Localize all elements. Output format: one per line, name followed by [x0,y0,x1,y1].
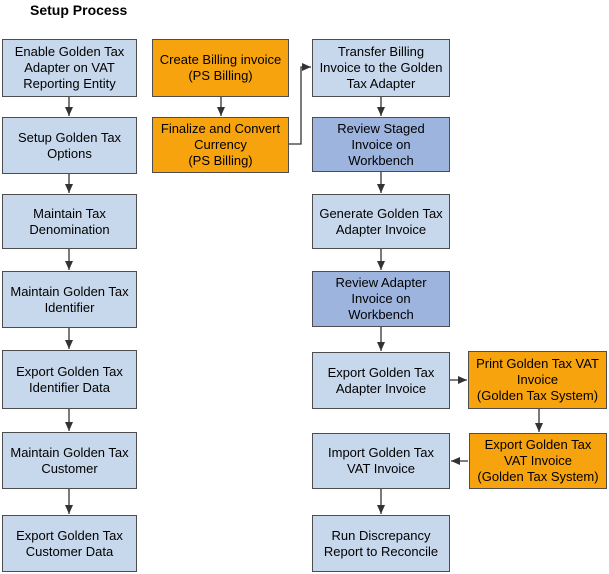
step-print-vat-invoice: Print Golden Tax VAT Invoice (Golden Tax… [468,351,607,409]
diagram-title: Setup Process [30,2,128,18]
step-label: Generate Golden Tax Adapter Invoice [319,205,443,237]
step-label: Create Billing invoice (PS Billing) [159,52,282,83]
step-setup-golden-tax-options: Setup Golden Tax Options [2,117,137,174]
step-label: Finalize and Convert Currency (PS Billin… [160,121,281,168]
step-label: Export Golden Tax VAT Invoice (Golden Ta… [477,437,599,484]
step-maintain-golden-tax-customer: Maintain Golden Tax Customer [2,432,137,489]
step-label: Export Golden Tax Identifier Data [16,363,123,395]
step-label: Maintain Golden Tax Identifier [10,283,129,315]
step-maintain-tax-denomination: Maintain Tax Denomination [2,194,137,249]
step-label: Review Adapter Invoice on Workbench [335,275,427,322]
step-label: Import Golden Tax VAT Invoice [328,445,434,476]
step-run-discrepancy-report: Run Discrepancy Report to Reconcile [312,515,450,572]
step-maintain-golden-tax-identifier: Maintain Golden Tax Identifier [2,271,137,328]
step-label: Export Golden Tax Adapter Invoice [327,364,435,396]
step-export-adapter-invoice: Export Golden Tax Adapter Invoice [312,352,450,409]
step-label: Enable Golden Tax Adapter on VAT Reporti… [14,44,125,91]
step-label: Run Discrepancy Report to Reconcile [323,527,439,559]
step-review-adapter-invoice: Review Adapter Invoice on Workbench [312,271,450,327]
step-export-golden-tax-customer-data: Export Golden Tax Customer Data [2,515,137,572]
step-export-vat-invoice: Export Golden Tax VAT Invoice (Golden Ta… [469,433,607,489]
step-label: Transfer Billing Invoice to the Golden T… [319,44,443,91]
arrow-finalize-to-transfer [289,63,311,145]
step-export-golden-tax-identifier-data: Export Golden Tax Identifier Data [2,350,137,409]
step-create-billing-invoice: Create Billing invoice (PS Billing) [152,39,289,97]
step-label: Print Golden Tax VAT Invoice (Golden Tax… [476,356,599,403]
step-label: Maintain Golden Tax Customer [10,444,129,476]
step-enable-golden-tax-adapter: Enable Golden Tax Adapter on VAT Reporti… [2,39,137,97]
step-label: Export Golden Tax Customer Data [16,527,123,559]
step-import-vat-invoice: Import Golden Tax VAT Invoice [312,433,450,489]
step-finalize-convert-currency: Finalize and Convert Currency (PS Billin… [152,117,289,173]
step-label: Setup Golden Tax Options [17,129,122,161]
step-label: Review Staged Invoice on Workbench [337,120,425,168]
step-label: Maintain Tax Denomination [29,205,110,237]
step-transfer-billing-invoice: Transfer Billing Invoice to the Golden T… [312,39,450,97]
step-generate-adapter-invoice: Generate Golden Tax Adapter Invoice [312,194,450,249]
step-review-staged-invoice: Review Staged Invoice on Workbench [312,117,450,172]
